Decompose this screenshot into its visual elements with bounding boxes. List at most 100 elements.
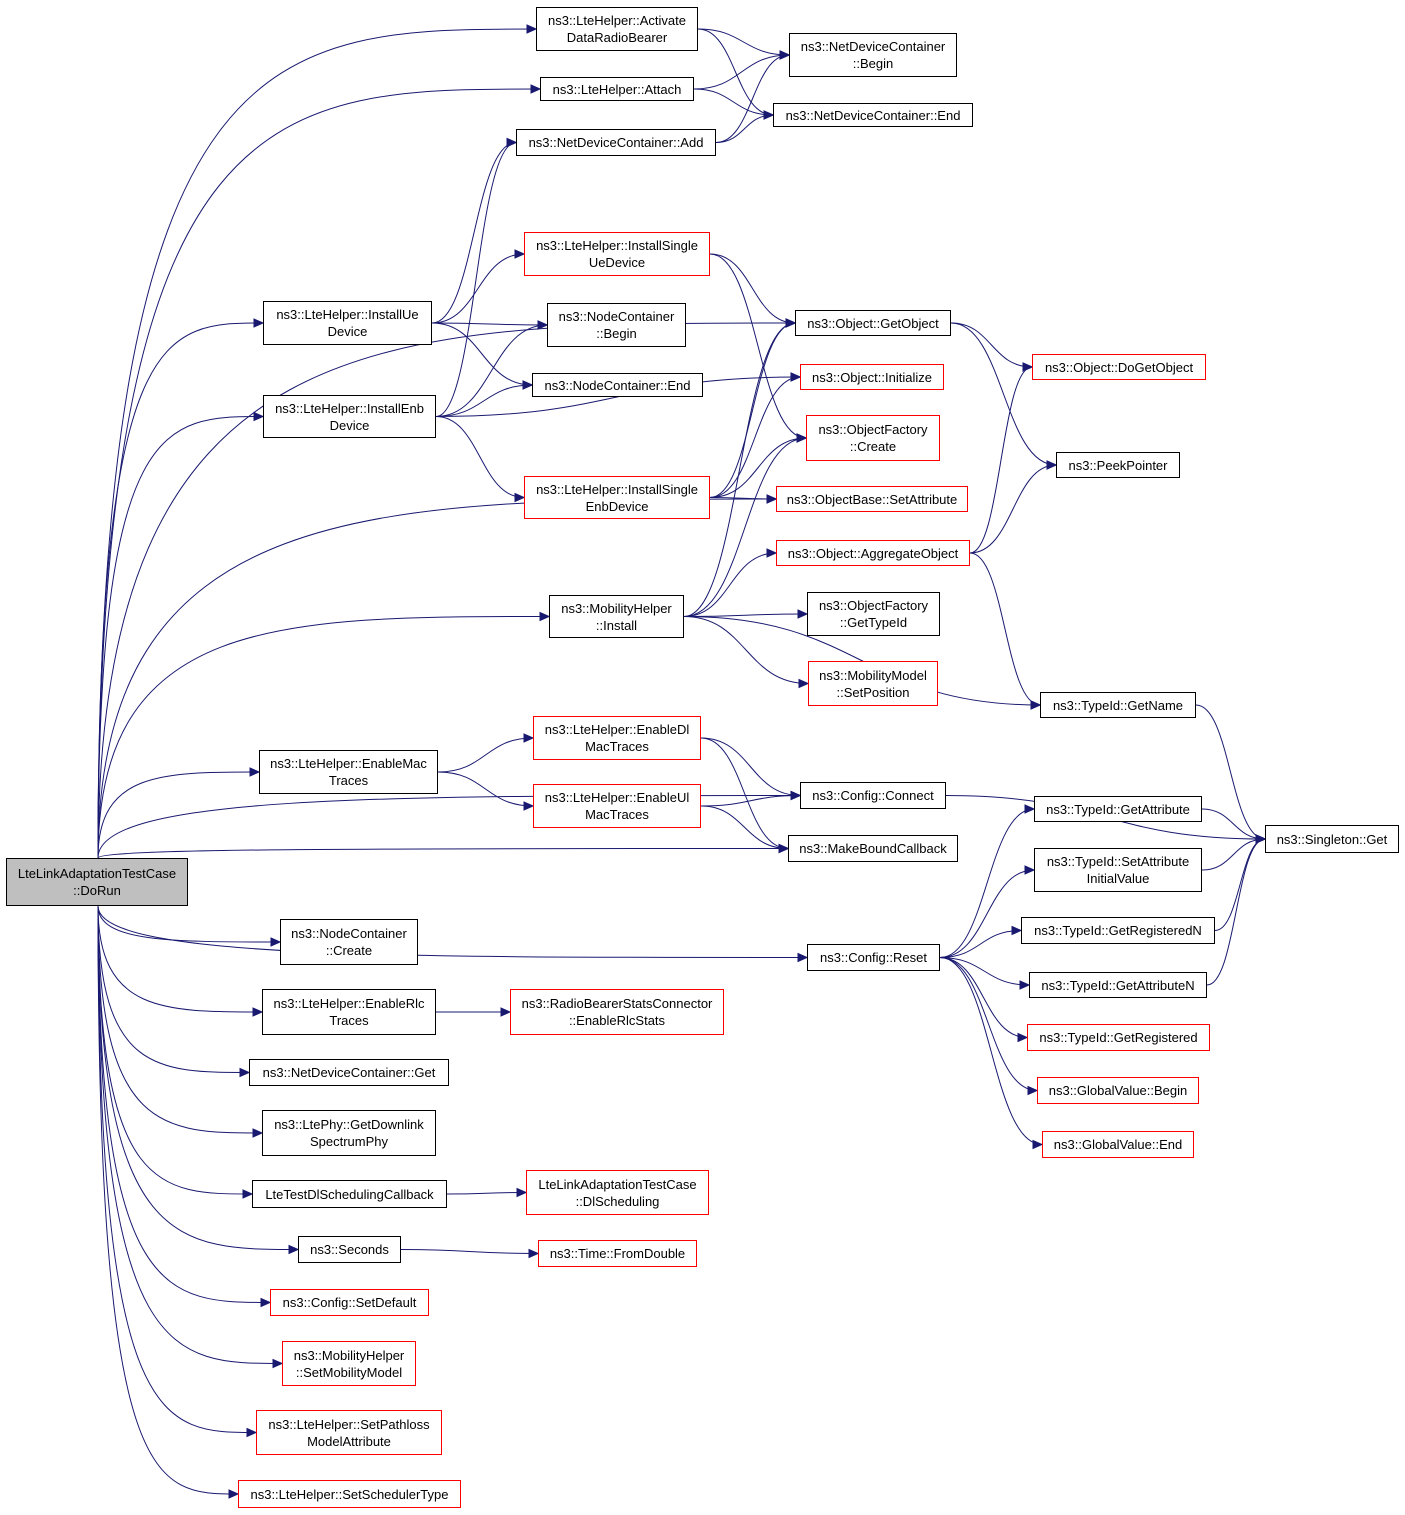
node-node-container-create[interactable]: ns3::NodeContainer ::Create — [280, 919, 418, 965]
node-object-factory-create[interactable]: ns3::ObjectFactory ::Create — [806, 415, 940, 461]
node-lte-helper-activate-data-radio-bearer[interactable]: ns3::LteHelper::Activate DataRadioBearer — [536, 7, 698, 51]
edge-installUe-to-ncEnd — [431, 322, 533, 386]
edge-enableMac-to-enableDlMac — [437, 737, 534, 773]
node-mobility-model-set-position[interactable]: ns3::MobilityModel ::SetPosition — [808, 661, 938, 706]
edge-arrowhead — [526, 24, 538, 34]
node-mobility-helper-install[interactable]: ns3::MobilityHelper ::Install — [549, 595, 684, 638]
node-net-device-container-end[interactable]: ns3::NetDeviceContainer::End — [773, 103, 973, 127]
node-type-id-set-attribute-initial-value[interactable]: ns3::TypeId::SetAttribute InitialValue — [1034, 848, 1202, 892]
node-lte-helper-enable-mac-traces[interactable]: ns3::LteHelper::EnableMac Traces — [259, 750, 438, 794]
edge-arrowhead — [763, 110, 775, 120]
edge-installSingleEnb-to-getObject — [709, 322, 796, 498]
edge-aggregate-to-peekPointer — [969, 464, 1057, 554]
edge-mhInstall-to-getName — [683, 616, 1041, 706]
edge-arrowhead — [514, 492, 526, 503]
edge-arrowhead — [779, 50, 791, 60]
node-lte-helper-attach[interactable]: ns3::LteHelper::Attach — [540, 77, 694, 101]
node-object-aggregate-object[interactable]: ns3::Object::AggregateObject — [776, 540, 970, 566]
node-lte-helper-set-scheduler-type[interactable]: ns3::LteHelper::SetSchedulerType — [238, 1480, 461, 1508]
edge-arrowhead — [1024, 804, 1036, 814]
node-object-factory-get-type-id[interactable]: ns3::ObjectFactory ::GetTypeId — [807, 592, 940, 636]
edge-enableMac-to-enableUlMac — [437, 771, 534, 807]
edge-arrowhead — [796, 433, 808, 443]
node-type-id-get-registered-n[interactable]: ns3::TypeId::GetRegisteredN — [1021, 917, 1215, 944]
edge-configReset-to-getAttribute — [939, 808, 1035, 958]
node-net-device-container-get[interactable]: ns3::NetDeviceContainer::Get — [249, 1059, 449, 1086]
edge-installEnb-to-ndcAdd — [435, 142, 517, 417]
edge-arrowhead — [252, 1128, 264, 1138]
node-lte-helper-enable-dl-mac-traces[interactable]: ns3::LteHelper::EnableDl MacTraces — [533, 716, 701, 760]
edge-getAttributeN-to-singletonGet — [1206, 838, 1266, 986]
node-lte-helper-enable-rlc-traces[interactable]: ns3::LteHelper::EnableRlc Traces — [262, 989, 436, 1035]
node-lte-helper-install-single-enb-device[interactable]: ns3::LteHelper::InstallSingle EnbDevice — [524, 476, 710, 519]
edge-arrowhead — [506, 137, 518, 148]
node-global-value-begin[interactable]: ns3::GlobalValue::Begin — [1037, 1077, 1199, 1104]
edge-activateDrb-to-ndcBegin — [697, 28, 790, 56]
node-object-base-set-attribute[interactable]: ns3::ObjectBase::SetAttribute — [776, 486, 968, 512]
node-lte-phy-get-downlink-spectrum-phy[interactable]: ns3::LtePhy::GetDownlink SpectrumPhy — [262, 1110, 436, 1156]
node-seconds[interactable]: ns3::Seconds — [298, 1236, 401, 1263]
node-config-reset[interactable]: ns3::Config::Reset — [807, 944, 940, 971]
node-global-value-end[interactable]: ns3::GlobalValue::End — [1042, 1131, 1194, 1158]
edge-root-to-configReset — [97, 905, 808, 958]
edge-arrowhead — [239, 1067, 251, 1078]
node-peek-pointer[interactable]: ns3::PeekPointer — [1056, 452, 1180, 478]
edge-getName-to-singletonGet — [1195, 704, 1266, 840]
node-time-from-double[interactable]: ns3::Time::FromDouble — [538, 1240, 697, 1267]
node-lte-helper-install-ue-device[interactable]: ns3::LteHelper::InstallUe Device — [263, 301, 432, 345]
edge-enableDlMac-to-connect — [700, 737, 801, 796]
node-config-set-default[interactable]: ns3::Config::SetDefault — [270, 1289, 429, 1316]
node-type-id-get-attribute-n[interactable]: ns3::TypeId::GetAttributeN — [1029, 972, 1207, 998]
edge-getRegisteredN-to-singletonGet — [1214, 838, 1266, 931]
node-lte-helper-enable-ul-mac-traces[interactable]: ns3::LteHelper::EnableUl MacTraces — [533, 784, 701, 828]
edge-arrowhead — [246, 1427, 258, 1438]
node-object-get-object[interactable]: ns3::Object::GetObject — [795, 310, 951, 336]
edge-mhInstall-to-getObject — [683, 322, 796, 617]
edge-arrowhead — [797, 609, 809, 619]
node-radio-bearer-stats-enable-rlc-stats[interactable]: ns3::RadioBearerStatsConnector ::EnableR… — [510, 989, 724, 1035]
edge-root-to-enableMac — [97, 771, 260, 859]
edge-arrowhead — [790, 790, 802, 801]
node-lte-link-adaptation-dl-scheduling[interactable]: LteLinkAdaptationTestCase ::DlScheduling — [526, 1170, 709, 1215]
edge-arrowhead — [1255, 834, 1267, 844]
node-type-id-get-name[interactable]: ns3::TypeId::GetName — [1040, 692, 1196, 718]
node-object-initialize[interactable]: ns3::Object::Initialize — [800, 364, 944, 390]
edge-root-to-installUe — [97, 322, 264, 859]
edge-aggregate-to-getName — [969, 552, 1041, 706]
node-node-container-begin[interactable]: ns3::NodeContainer ::Begin — [547, 303, 686, 347]
edge-arrowhead — [252, 1007, 264, 1017]
node-lte-helper-install-single-ue-device[interactable]: ns3::LteHelper::InstallSingle UeDevice — [524, 232, 710, 276]
node-node-container-end[interactable]: ns3::NodeContainer::End — [532, 373, 703, 397]
edge-arrowhead — [500, 1007, 512, 1017]
edge-arrowhead — [1017, 1032, 1029, 1043]
edge-seconds-to-fromDouble — [400, 1249, 539, 1254]
edge-root-to-setDefault — [97, 905, 271, 1303]
node-lte-helper-install-enb-device[interactable]: ns3::LteHelper::InstallEnb Device — [263, 395, 436, 438]
edge-arrowhead — [253, 318, 265, 328]
edge-attach-to-ndcBegin — [693, 54, 790, 90]
edge-root-to-activateDrb — [97, 28, 537, 859]
edge-arrowhead — [1046, 460, 1058, 470]
node-config-connect[interactable]: ns3::Config::Connect — [800, 782, 946, 809]
edge-root-to-setMobilityModel — [97, 905, 283, 1364]
node-make-bound-callback[interactable]: ns3::MakeBoundCallback — [788, 835, 958, 862]
edge-arrowhead — [522, 380, 534, 390]
edge-arrowhead — [790, 372, 802, 382]
edge-arrowhead — [785, 318, 797, 328]
node-mobility-helper-set-mobility-model[interactable]: ns3::MobilityHelper ::SetMobilityModel — [282, 1341, 416, 1386]
node-singleton-get[interactable]: ns3::Singleton::Get — [1265, 825, 1399, 853]
edge-arrowhead — [1022, 362, 1034, 372]
node-net-device-container-begin[interactable]: ns3::NetDeviceContainer ::Begin — [789, 33, 957, 77]
node-type-id-get-registered[interactable]: ns3::TypeId::GetRegistered — [1027, 1024, 1210, 1051]
node-object-do-get-object[interactable]: ns3::Object::DoGetObject — [1032, 354, 1206, 380]
edge-root-to-ncCreate — [97, 905, 281, 943]
edge-root-to-getDlPhy — [97, 905, 263, 1134]
node-lte-helper-set-pathloss-model-attribute[interactable]: ns3::LteHelper::SetPathloss ModelAttribu… — [256, 1410, 442, 1455]
edge-arrowhead — [228, 1489, 240, 1499]
edge-mhInstall-to-ofCreate — [683, 437, 807, 617]
node-net-device-container-add[interactable]: ns3::NetDeviceContainer::Add — [516, 129, 716, 156]
node-lte-test-dl-scheduling-callback[interactable]: LteTestDlSchedulingCallback — [252, 1180, 447, 1208]
node-type-id-get-attribute[interactable]: ns3::TypeId::GetAttribute — [1034, 796, 1202, 822]
